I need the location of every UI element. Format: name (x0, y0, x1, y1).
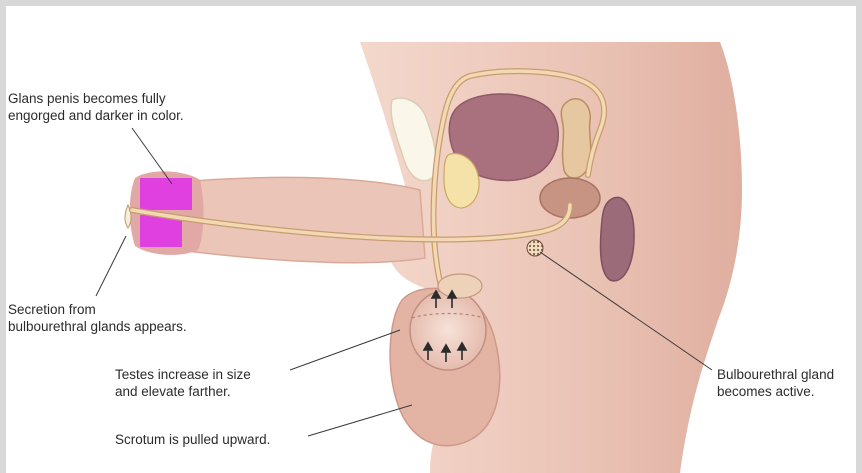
bulbourethral-gland (527, 240, 543, 256)
label-bulbo-line1: Bulbourethral gland (717, 366, 834, 383)
label-testes: Testes increase in size and elevate fart… (115, 366, 251, 400)
label-secretion-line2: bulbourethral glands appears. (8, 318, 187, 335)
label-testes-line2: and elevate farther. (115, 383, 251, 400)
label-secretion-line1: Secretion from (8, 301, 187, 318)
label-testes-line1: Testes increase in size (115, 366, 251, 383)
label-secretion: Secretion from bulbourethral glands appe… (8, 301, 187, 335)
label-scrotum-line1: Scrotum is pulled upward. (115, 431, 270, 448)
glans-highlight-top (140, 178, 192, 210)
epididymis (438, 274, 482, 298)
testis (410, 290, 486, 370)
label-glans-line2: engorged and darker in color. (8, 107, 184, 124)
label-glans-line1: Glans penis becomes fully (8, 90, 184, 107)
rectum (600, 197, 634, 280)
seminal-vesicle (561, 99, 590, 178)
label-glans-penis: Glans penis becomes fully engorged and d… (8, 90, 184, 124)
label-bulbourethral-gland: Bulbourethral gland becomes active. (717, 366, 834, 400)
label-scrotum: Scrotum is pulled upward. (115, 431, 270, 448)
label-bulbo-line2: becomes active. (717, 383, 834, 400)
